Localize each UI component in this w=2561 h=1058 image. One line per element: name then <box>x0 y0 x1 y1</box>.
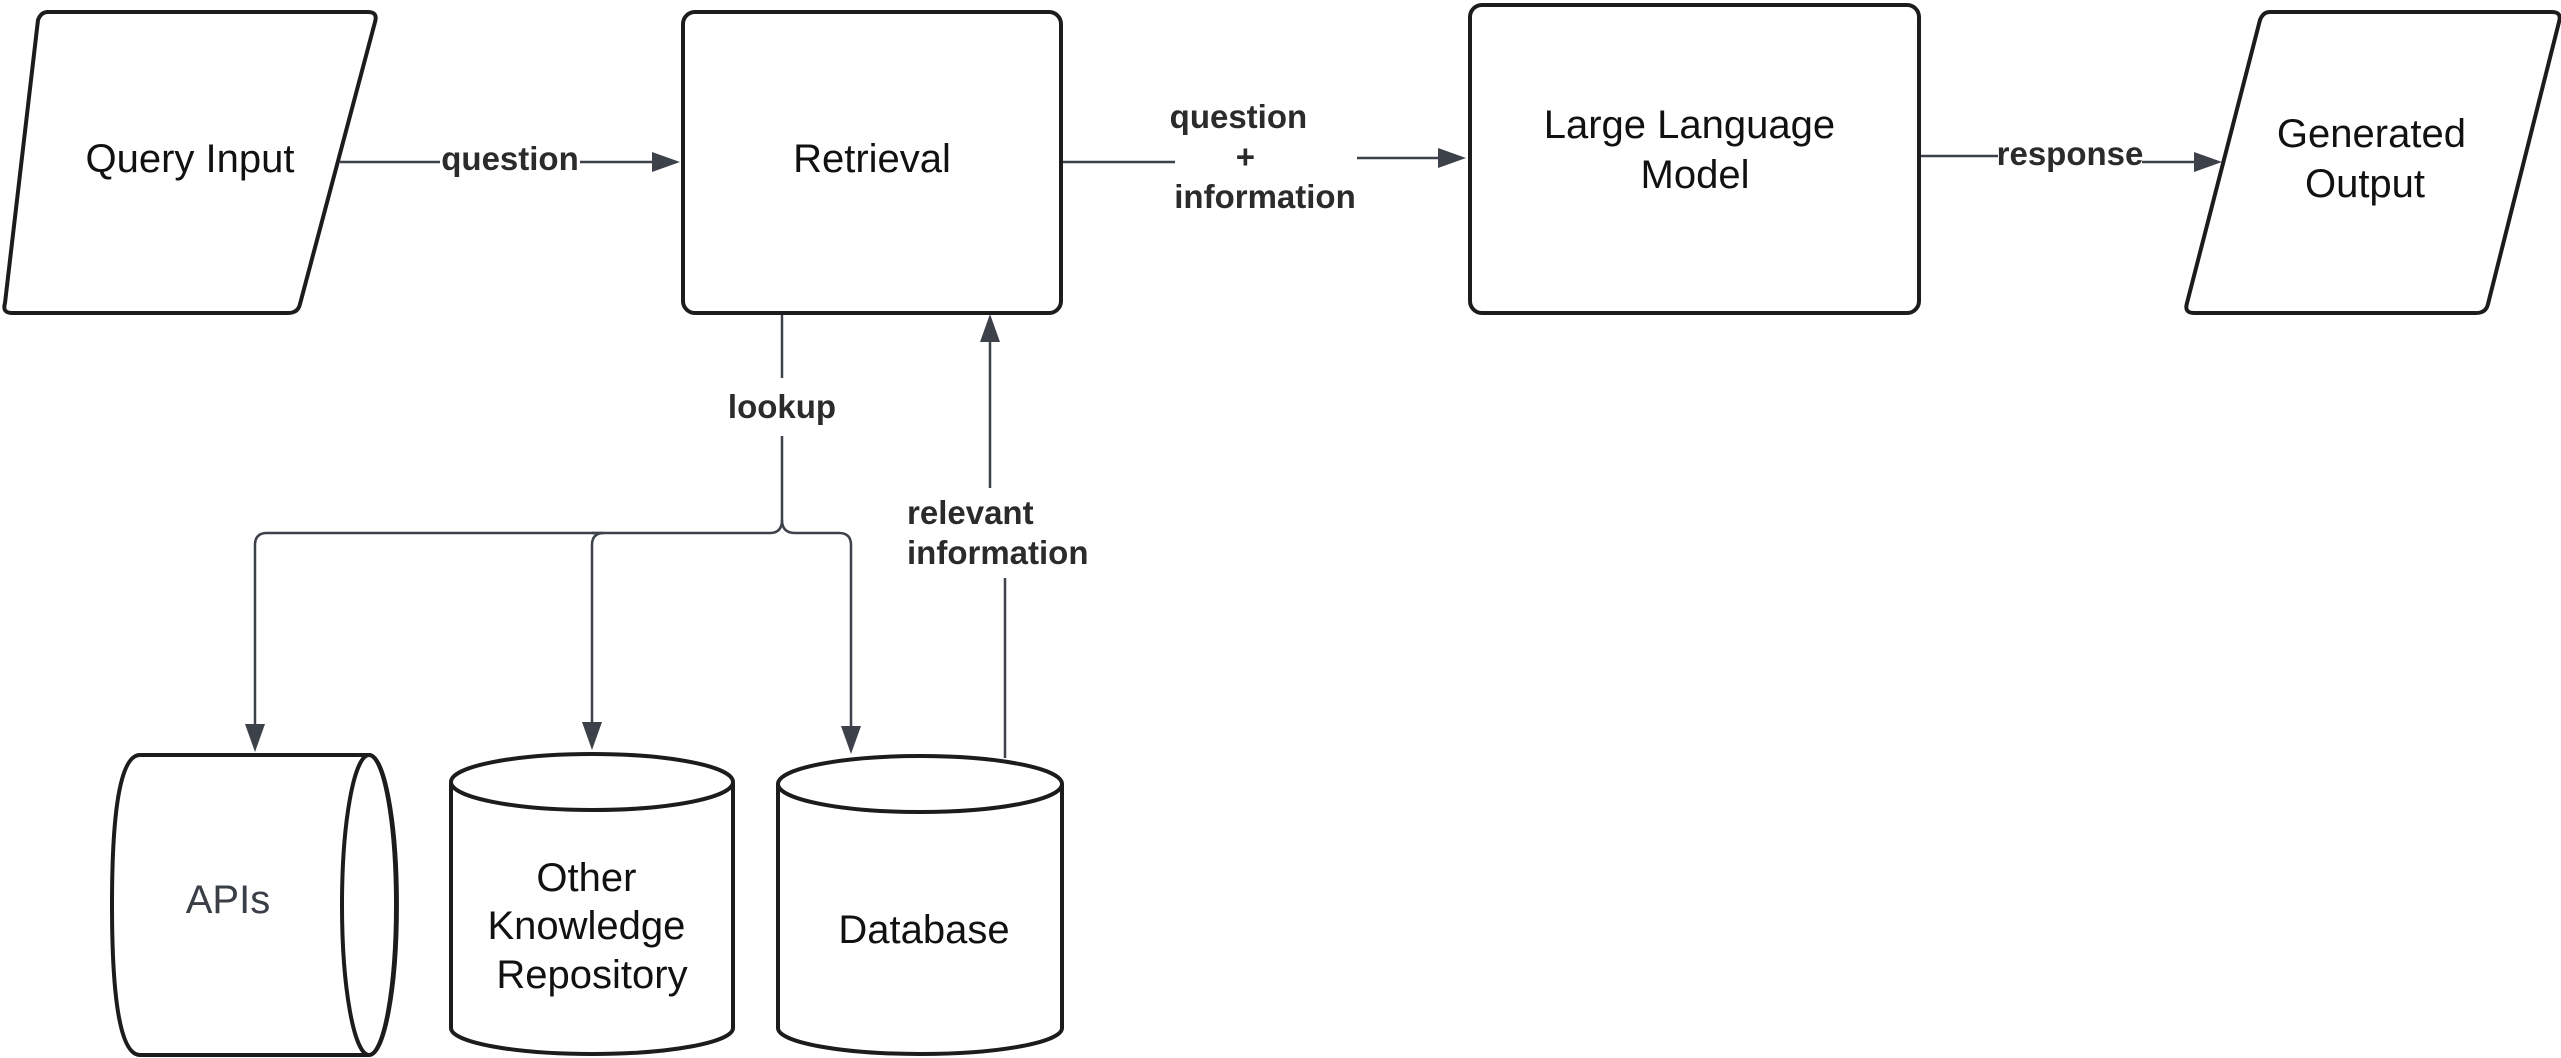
edge-question-label: question <box>441 140 579 177</box>
node-other-knowledge-repository-label: Other Knowledge Repository <box>487 856 696 997</box>
node-apis-label: APIs <box>186 878 270 922</box>
node-generated-output[interactable]: Generated Output <box>2184 10 2561 315</box>
edge-question-information: question + information <box>1063 98 1466 215</box>
node-query-input-label: Query Input <box>85 137 294 181</box>
edge-lookup-label: lookup <box>728 388 836 425</box>
node-apis[interactable]: APIs <box>109 753 399 1057</box>
node-llm[interactable]: Large Language Model <box>1468 3 1921 315</box>
edge-question: question <box>340 140 680 177</box>
edge-response-label: response <box>1997 135 2144 172</box>
edge-relevant-information-label: relevant information <box>907 494 1088 571</box>
edge-response-arrowhead <box>2194 152 2222 172</box>
node-other-knowledge-repository[interactable]: Other Knowledge Repository <box>449 752 735 1056</box>
node-query-input[interactable]: Query Input <box>2 10 378 315</box>
edge-lookup-database-arrowhead <box>841 726 861 754</box>
node-generated-output-label: Generated Output <box>2277 112 2477 206</box>
node-retrieval-label: Retrieval <box>793 137 951 181</box>
edge-relevant-information: relevant information <box>907 314 1088 758</box>
edge-lookup: lookup <box>245 315 861 754</box>
node-retrieval[interactable]: Retrieval <box>681 10 1063 315</box>
edge-lookup-apis-arrowhead <box>245 724 265 752</box>
node-database-label: Database <box>838 908 1009 952</box>
node-database[interactable]: Database <box>776 754 1064 1056</box>
edge-response: response <box>1921 135 2222 172</box>
edge-lookup-repo-arrowhead <box>582 722 602 750</box>
edge-question-information-label: question + information <box>1170 98 1356 215</box>
edge-question-arrowhead <box>652 152 680 172</box>
edge-relevant-information-arrowhead <box>980 314 1000 342</box>
edge-question-information-arrowhead <box>1438 148 1466 168</box>
node-llm-label: Large Language Model <box>1544 103 1847 197</box>
